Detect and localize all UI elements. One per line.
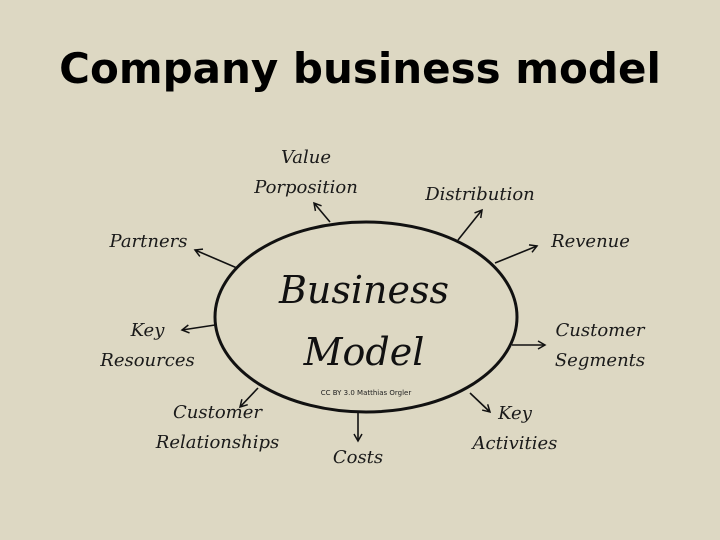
label-key-resources: Key Resources bbox=[90, 316, 205, 376]
arrow-partners bbox=[193, 248, 238, 269]
label-line: Resources bbox=[100, 350, 195, 371]
label-line: Key bbox=[498, 403, 532, 424]
label-customer-segments: Customer Segments bbox=[535, 316, 665, 376]
label-line: Customer bbox=[555, 320, 645, 341]
label-line: Activities bbox=[472, 433, 558, 454]
arrow-customer-relationships bbox=[238, 387, 259, 409]
center-ellipse bbox=[213, 220, 519, 414]
label-value-proposition: Value Porposition bbox=[236, 143, 376, 203]
label-line: Porposition bbox=[254, 177, 358, 198]
label-key-activities: Key Activities bbox=[455, 399, 575, 459]
label-revenue: Revenue bbox=[551, 231, 630, 252]
label-line: Value bbox=[280, 147, 332, 168]
label-customer-relationships: Customer Relationships bbox=[140, 398, 295, 458]
arrow-key-resources bbox=[180, 324, 216, 334]
arrow-revenue bbox=[494, 244, 539, 264]
label-line: Segments bbox=[554, 350, 646, 371]
credit-text: CC BY 3.0 Matthias Orgler bbox=[320, 389, 412, 397]
label-distribution: Distribution bbox=[425, 184, 535, 205]
center-label-business: Business bbox=[278, 268, 450, 312]
label-line: Customer bbox=[173, 402, 262, 423]
slide-title: Company business model bbox=[59, 44, 661, 93]
center-label-model: Model bbox=[303, 330, 425, 374]
label-partners: Partners bbox=[109, 231, 188, 252]
arrow-distribution bbox=[457, 208, 483, 241]
label-line: Relationships bbox=[155, 432, 280, 453]
arrow-key-activities bbox=[469, 392, 492, 414]
label-line: Key bbox=[130, 320, 165, 341]
arrow-value-proposition bbox=[313, 201, 331, 223]
label-costs: Costs bbox=[332, 447, 384, 468]
